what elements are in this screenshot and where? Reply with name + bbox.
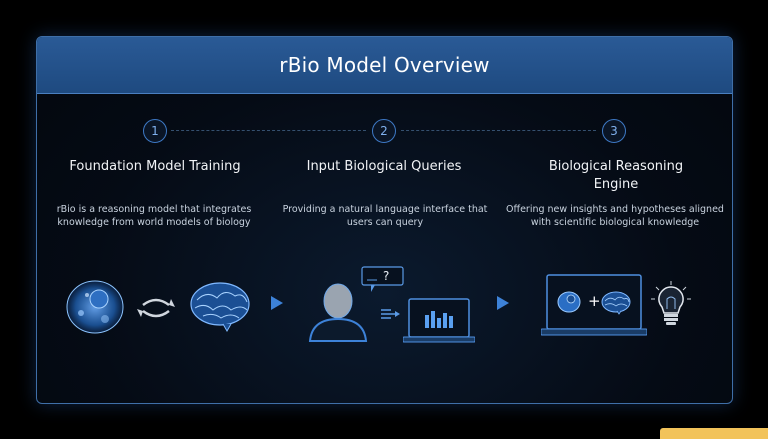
bar-chart-laptop-icon bbox=[403, 298, 475, 344]
question-mark-text: ? bbox=[383, 269, 389, 283]
step-2-title: Input Biological Queries bbox=[294, 158, 474, 176]
cycle-arrows-icon bbox=[135, 295, 177, 321]
step-number-1: 1 bbox=[143, 119, 167, 143]
step-number-2: 2 bbox=[372, 119, 396, 143]
step-1-title: Foundation Model Training bbox=[65, 158, 245, 176]
overview-panel: rBio Model Overview 1 2 3 Foundation Mod… bbox=[36, 36, 733, 404]
user-silhouette-icon bbox=[307, 281, 369, 343]
step-connector-line bbox=[401, 130, 596, 131]
corner-badge bbox=[660, 428, 768, 439]
cell-icon bbox=[557, 290, 581, 314]
brain-icon bbox=[189, 280, 251, 332]
question-bubble-icon: ? bbox=[361, 266, 405, 294]
data-flow-icon bbox=[379, 306, 401, 322]
page-title: rBio Model Overview bbox=[279, 53, 489, 77]
brain-icon bbox=[601, 291, 631, 315]
step-3-description: Offering new insights and hypotheses ali… bbox=[500, 203, 730, 229]
plus-icon: + bbox=[588, 292, 601, 310]
step-2-description: Providing a natural language interface t… bbox=[270, 203, 500, 229]
step-1-description: rBio is a reasoning model that integrate… bbox=[39, 203, 269, 229]
step-3-title: Biological Reasoning Engine bbox=[526, 158, 706, 194]
arrow-right-icon bbox=[496, 295, 510, 311]
step-connector-line bbox=[171, 130, 366, 131]
panel-header: rBio Model Overview bbox=[37, 37, 732, 94]
arrow-right-icon bbox=[270, 295, 284, 311]
lightbulb-icon bbox=[651, 281, 691, 331]
cell-icon bbox=[65, 277, 125, 337]
step-number-3: 3 bbox=[602, 119, 626, 143]
